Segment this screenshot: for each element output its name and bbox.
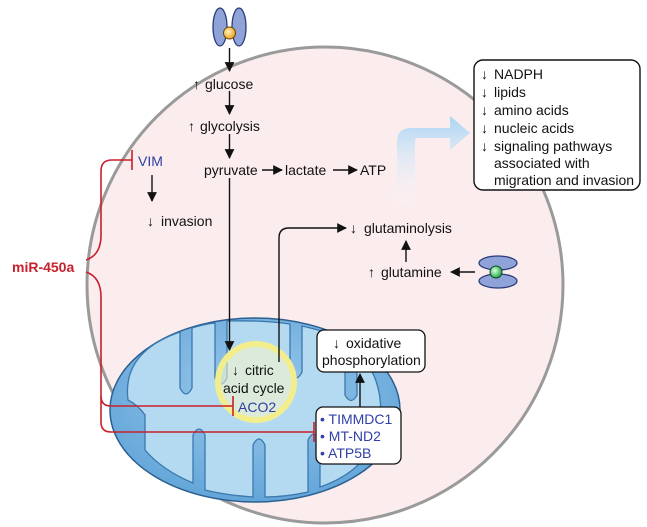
glutaminolysis-label: glutaminolysis — [364, 220, 452, 236]
outcome-arrow-glyph: ↓ — [481, 102, 488, 118]
glutamine-transporter-icon — [478, 255, 518, 289]
inhibition-lines — [85, 150, 315, 442]
glucose-transporter-icon — [212, 7, 247, 47]
mir-label: miR-450a — [12, 259, 74, 275]
outcome-arrow — [397, 116, 470, 212]
cycle-arrow: ↓ — [232, 362, 239, 378]
lactate-label: lactate — [285, 162, 326, 178]
invasion-arrow: ↓ — [147, 213, 154, 229]
glucose-label: glucose — [205, 76, 253, 92]
glutamine-label: glutamine — [381, 264, 442, 280]
target-item: • ATP5B — [320, 445, 371, 461]
cycle-label-2: acid cycle — [223, 380, 285, 396]
outcome-item: signaling pathways — [494, 138, 612, 154]
outcome-arrow-glyph: ↓ — [481, 120, 488, 136]
glycolysis-label: glycolysis — [200, 118, 260, 134]
target-item: • MT-ND2 — [320, 428, 381, 444]
glycolysis-arrow: ↑ — [188, 118, 195, 134]
outcome-continuation: migration and invasion — [494, 172, 634, 188]
atp-label: ATP — [360, 162, 386, 178]
oxphos-label-2: phosphorylation — [322, 352, 421, 368]
outcome-arrow-glyph: ↓ — [481, 84, 488, 100]
target-item: • TIMMDC1 — [320, 411, 393, 427]
outcome-item: lipids — [494, 84, 526, 100]
outcome-arrow-glyph: ↓ — [481, 138, 488, 154]
glucose-arrow: ↑ — [193, 76, 200, 92]
aco2-label: ACO2 — [238, 399, 276, 415]
outcome-arrow-glyph: ↓ — [481, 66, 488, 82]
outcome-item: nucleic acids — [494, 120, 574, 136]
outcome-item: NADPH — [494, 66, 543, 82]
glutamine-arrow: ↑ — [368, 264, 375, 280]
cycle-label-1: citric — [245, 362, 274, 378]
oxphos-arrow: ↓ — [333, 335, 340, 351]
invasion-label: invasion — [161, 213, 212, 229]
outcome-continuation: associated with — [494, 155, 590, 171]
outcomes-box — [473, 59, 641, 191]
glutaminolysis-arrow: ↓ — [350, 220, 357, 236]
pathway-arrows — [147, 48, 475, 408]
cycle-arrows-icon — [218, 342, 296, 422]
outcome-item: amino acids — [494, 102, 569, 118]
outcomes-list: ↓ NADPH ↓ lipids ↓ amino acids ↓ nucleic… — [481, 66, 634, 188]
targets-box — [315, 406, 402, 465]
vim-label: VIM — [138, 153, 163, 169]
oxphos-box — [316, 329, 426, 373]
oxphos-label-1: oxidative — [346, 335, 401, 351]
pyruvate-label: pyruvate — [204, 162, 258, 178]
